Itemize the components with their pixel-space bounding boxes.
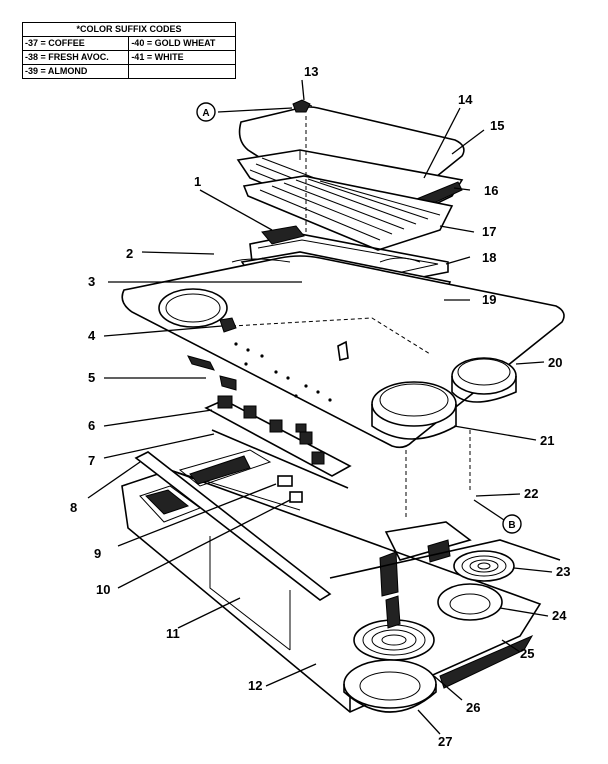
callout-3: 3	[88, 274, 95, 289]
callout-26: 26	[466, 700, 480, 715]
surface-element-large	[353, 595, 435, 661]
element-bracket	[329, 521, 561, 597]
terminal-block	[261, 225, 305, 245]
part-callouts: 1 2 3 4 5 6 7 8 9 10 11 12 13 14 15 16 1…	[70, 64, 570, 749]
callout-2: 2	[126, 246, 133, 261]
control-panel	[204, 395, 352, 477]
leader-lines	[87, 79, 553, 735]
callout-27: 27	[438, 734, 452, 749]
trim-ring-large	[371, 381, 457, 440]
panel-strip	[211, 429, 349, 489]
callout-20: 20	[548, 355, 562, 370]
chassis-rail	[134, 451, 332, 601]
legend-cell: -39 = ALMOND	[21, 64, 130, 79]
callout-6: 6	[88, 418, 95, 433]
callout-25: 25	[520, 646, 534, 661]
ref-marker-a-label: A	[202, 108, 209, 119]
cover-handle	[292, 99, 311, 113]
callout-18: 18	[482, 250, 496, 265]
trim-ring-small	[451, 357, 517, 403]
callout-16: 16	[484, 183, 498, 198]
callout-23: 23	[556, 564, 570, 579]
callout-10: 10	[96, 582, 110, 597]
clip	[337, 340, 349, 361]
callout-13: 13	[304, 64, 318, 79]
callout-7: 7	[88, 453, 95, 468]
callout-1: 1	[194, 174, 201, 189]
callout-17: 17	[482, 224, 496, 239]
callout-24: 24	[552, 608, 567, 623]
callout-9: 9	[94, 546, 101, 561]
callout-21: 21	[540, 433, 554, 448]
ref-marker-b	[502, 514, 522, 534]
callout-12: 12	[248, 678, 262, 693]
callout-4: 4	[88, 328, 96, 343]
ref-marker-b-label: B	[508, 520, 515, 531]
callout-8: 8	[70, 500, 77, 515]
control-knob	[219, 317, 237, 333]
drip-bowl-large	[343, 659, 437, 713]
ref-marker-a	[196, 102, 216, 122]
color-suffix-legend: *COLOR SUFFIX CODES -37 = COFFEE -40 = G…	[21, 22, 236, 79]
terminal	[277, 475, 293, 487]
cooktop-top	[121, 255, 565, 449]
callout-5: 5	[88, 370, 95, 385]
callout-14: 14	[458, 92, 473, 107]
grill-grate	[242, 175, 454, 251]
wiring-compartment	[139, 449, 272, 523]
surface-element-small	[453, 550, 515, 582]
switch-bracket	[187, 355, 237, 391]
drip-bowl-small	[437, 583, 503, 621]
terminal	[289, 491, 303, 503]
callout-15: 15	[490, 118, 504, 133]
callout-19: 19	[482, 292, 496, 307]
callout-11: 11	[166, 626, 180, 641]
legend-cell	[128, 64, 236, 79]
callout-22: 22	[524, 486, 538, 501]
